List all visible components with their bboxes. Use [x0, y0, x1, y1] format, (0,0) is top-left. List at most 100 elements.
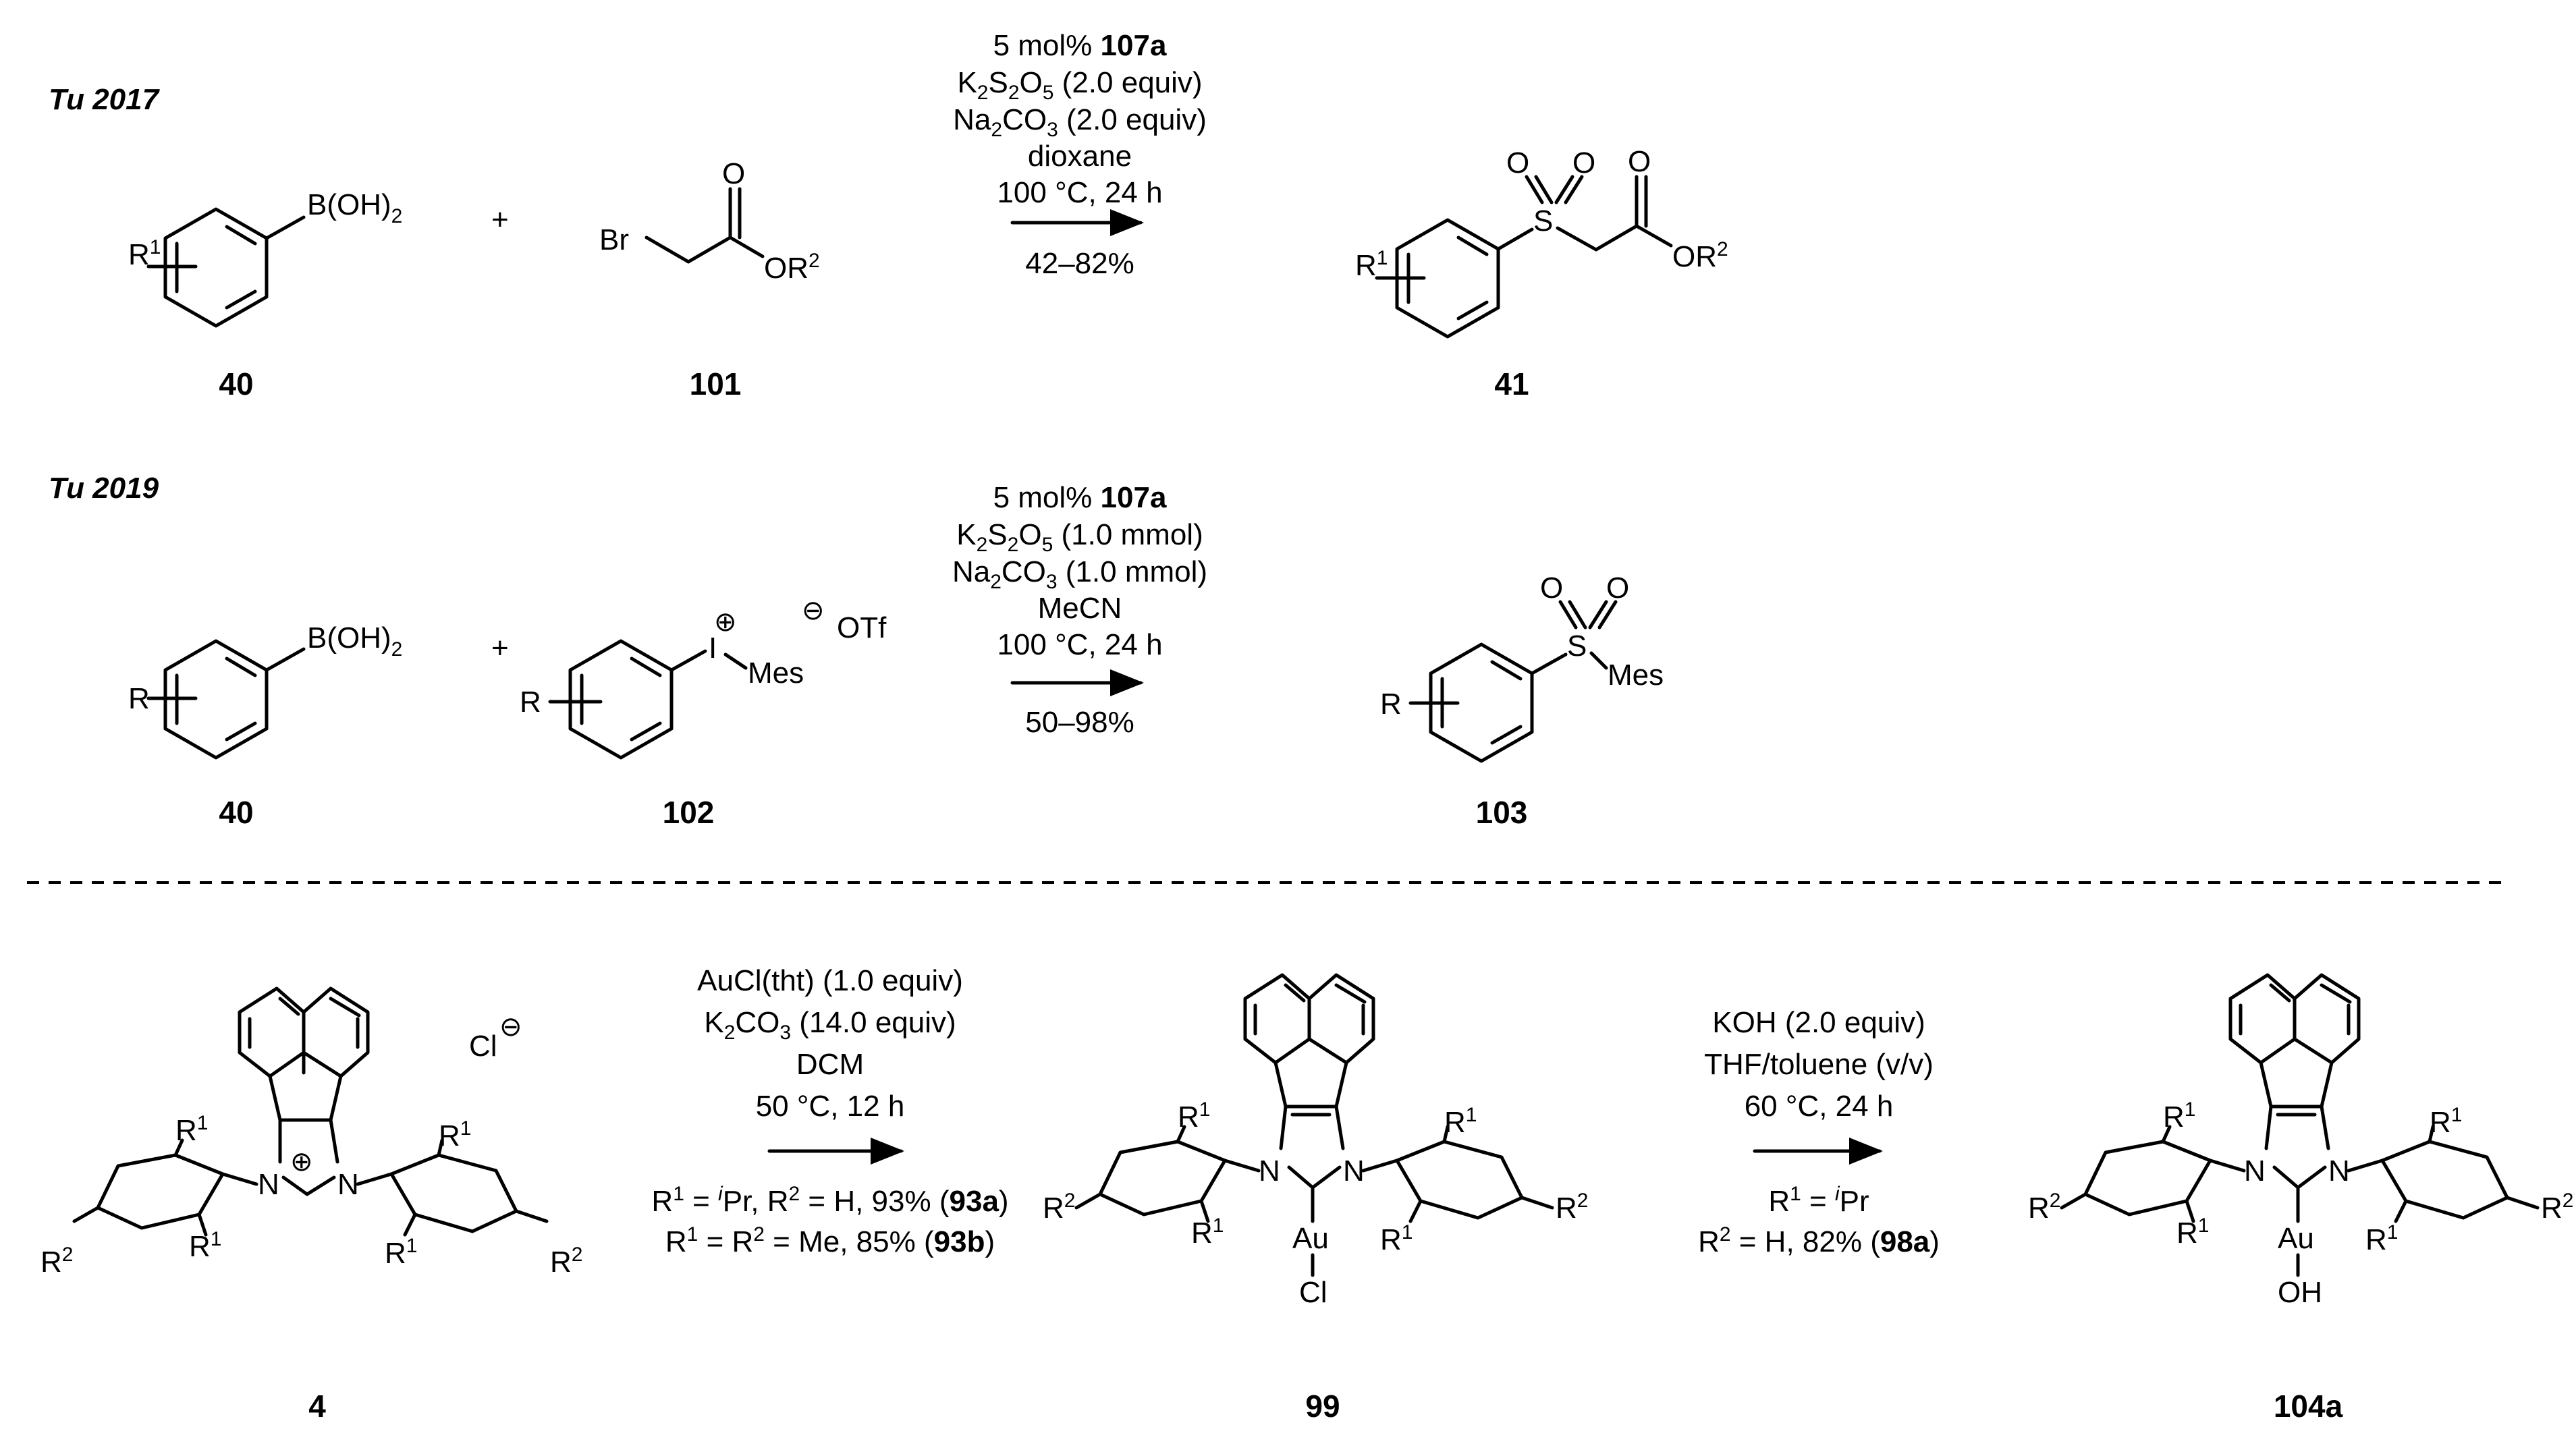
- svg-text:O: O: [1628, 145, 1651, 178]
- svg-text:⊖: ⊖: [499, 1012, 522, 1042]
- compound-number-40-a: 40: [219, 366, 253, 401]
- svg-text:OTf: OTf: [837, 611, 887, 644]
- heading-tu2017: Tu 2017: [49, 83, 161, 116]
- svg-text:R2: R2: [1556, 1190, 1588, 1225]
- svg-text:R1: R1: [1178, 1098, 1210, 1134]
- svg-text:S: S: [1567, 630, 1587, 663]
- conditions-reaction-1: 5 mol% 107a K2S2O5 (2.0 equiv) Na2CO3 (2…: [953, 29, 1207, 280]
- svg-text:AuCl(tht) (1.0 equiv): AuCl(tht) (1.0 equiv): [697, 964, 963, 997]
- svg-text:R1: R1: [189, 1228, 221, 1263]
- svg-text:R1: R1: [128, 236, 161, 271]
- compound-number-104a: 104a: [2274, 1389, 2343, 1424]
- svg-text:R1 = iPr: R1 = iPr: [1768, 1183, 1869, 1218]
- svg-text:O: O: [1572, 146, 1595, 179]
- svg-text:Au: Au: [1292, 1222, 1329, 1255]
- svg-text:N: N: [1343, 1154, 1365, 1188]
- svg-text:OR2: OR2: [1672, 238, 1728, 273]
- svg-text:KOH (2.0 equiv): KOH (2.0 equiv): [1712, 1006, 1925, 1039]
- svg-text:dioxane: dioxane: [1028, 140, 1132, 173]
- yield-reaction-1: 42–82%: [1025, 247, 1134, 280]
- compound-number-99: 99: [1305, 1389, 1340, 1424]
- svg-text:R1: R1: [439, 1117, 471, 1152]
- svg-text:B(OH)2: B(OH)2: [307, 188, 402, 227]
- svg-text:N: N: [2328, 1154, 2350, 1188]
- svg-text:MeCN: MeCN: [1038, 592, 1122, 625]
- svg-text:R1: R1: [2163, 1098, 2195, 1134]
- plus-sign-2: +: [491, 632, 509, 665]
- svg-text:Cl: Cl: [1299, 1276, 1327, 1309]
- svg-text:B(OH)2: B(OH)2: [307, 621, 402, 661]
- compound-103-structure: S O O Mes R: [1380, 571, 1664, 763]
- svg-text:N: N: [2244, 1154, 2266, 1188]
- compound-number-102: 102: [663, 795, 715, 830]
- svg-text:⊖: ⊖: [802, 596, 825, 625]
- svg-text:O: O: [1540, 571, 1563, 605]
- svg-text:S: S: [1533, 204, 1553, 238]
- svg-text:Mes: Mes: [1608, 659, 1664, 692]
- svg-text:R1: R1: [2365, 1221, 2398, 1256]
- svg-text:Na2CO3 (1.0 mmol): Na2CO3 (1.0 mmol): [952, 555, 1207, 593]
- compound-number-103: 103: [1476, 795, 1528, 830]
- svg-text:R: R: [1380, 688, 1402, 721]
- compound-number-4: 4: [308, 1389, 326, 1424]
- svg-text:THF/toluene (v/v): THF/toluene (v/v): [1704, 1048, 1934, 1081]
- compound-102-structure: I ⊕ Mes ⊖ OTf R: [520, 596, 887, 760]
- svg-text:60 °C, 24 h: 60 °C, 24 h: [1745, 1090, 1894, 1123]
- yield-reaction-2: 50–98%: [1025, 706, 1134, 739]
- svg-text:R2: R2: [1043, 1190, 1075, 1225]
- compound-number-101: 101: [690, 366, 742, 401]
- svg-text:Au: Au: [2278, 1222, 2314, 1255]
- svg-text:N: N: [258, 1168, 279, 1201]
- svg-text:⊕: ⊕: [714, 607, 737, 637]
- svg-text:O: O: [1506, 146, 1529, 179]
- svg-text:N: N: [337, 1168, 359, 1201]
- conditions-reaction-2: 5 mol% 107a K2S2O5 (1.0 mmol) Na2CO3 (1.…: [952, 481, 1207, 739]
- svg-text:R: R: [520, 686, 541, 719]
- svg-text:5 mol% 107a: 5 mol% 107a: [993, 29, 1167, 62]
- svg-text:50 °C, 12 h: 50 °C, 12 h: [756, 1090, 905, 1123]
- svg-text:R1: R1: [175, 1112, 208, 1147]
- svg-text:K2S2O5 (1.0 mmol): K2S2O5 (1.0 mmol): [956, 518, 1203, 556]
- svg-text:R2: R2: [550, 1244, 582, 1279]
- compound-40-structure-2: B(OH)2 R: [128, 621, 402, 760]
- compound-41-structure: S O O O OR2 R1: [1355, 145, 1728, 339]
- svg-text:R1 = iPr, R2 = H, 93% (93a): R1 = iPr, R2 = H, 93% (93a): [651, 1183, 1008, 1218]
- svg-text:K2S2O5 (2.0 equiv): K2S2O5 (2.0 equiv): [957, 66, 1202, 104]
- svg-text:R1: R1: [1444, 1104, 1477, 1139]
- svg-text:Na2CO3 (2.0 equiv): Na2CO3 (2.0 equiv): [953, 103, 1207, 141]
- compound-101-structure: Br O OR2: [599, 157, 820, 285]
- compound-104a-structure: N N Au OH R1 R1 R2 R1 R1 R2: [2028, 973, 2573, 1309]
- conditions-step-2: KOH (2.0 equiv) THF/toluene (v/v) 60 °C,…: [1698, 1006, 1940, 1258]
- svg-text:N: N: [1259, 1154, 1280, 1188]
- svg-text:R1 = R2 = Me, 85% (93b): R1 = R2 = Me, 85% (93b): [665, 1223, 995, 1258]
- conditions-step-1: AuCl(tht) (1.0 equiv) K2CO3 (14.0 equiv)…: [651, 964, 1008, 1258]
- svg-text:O: O: [1606, 571, 1629, 605]
- svg-text:R1: R1: [385, 1235, 417, 1270]
- heading-tu2019: Tu 2019: [49, 472, 159, 505]
- svg-text:R1: R1: [2176, 1214, 2209, 1250]
- compound-40-structure-1: B(OH)2 R1: [128, 188, 402, 328]
- svg-text:R2 = H, 82% (98a): R2 = H, 82% (98a): [1698, 1223, 1940, 1258]
- svg-text:100 °C, 24 h: 100 °C, 24 h: [997, 176, 1162, 209]
- compound-4-structure: N N ⊕ R1 R1 R2 R1 R1 R2 Cl ⊖: [40, 986, 582, 1279]
- svg-text:R1: R1: [1191, 1214, 1224, 1250]
- svg-text:DCM: DCM: [796, 1048, 864, 1081]
- compound-number-40-b: 40: [219, 795, 253, 830]
- svg-text:R2: R2: [40, 1244, 73, 1279]
- svg-text:R1: R1: [1355, 247, 1388, 282]
- svg-text:5 mol% 107a: 5 mol% 107a: [993, 481, 1167, 514]
- svg-text:R: R: [128, 682, 150, 715]
- compound-99-structure: N N Au Cl R1 R1 R2 R1 R1 R2: [1043, 973, 1588, 1309]
- svg-text:OH: OH: [2278, 1276, 2322, 1309]
- svg-text:OR2: OR2: [764, 250, 820, 285]
- svg-text:Cl: Cl: [469, 1030, 497, 1063]
- svg-text:O: O: [722, 157, 745, 190]
- svg-text:⊕: ⊕: [290, 1147, 313, 1177]
- svg-text:R1: R1: [2430, 1104, 2462, 1139]
- svg-text:R2: R2: [2028, 1190, 2060, 1225]
- svg-text:I: I: [709, 632, 717, 665]
- svg-text:Mes: Mes: [748, 657, 804, 690]
- compound-number-41: 41: [1494, 366, 1529, 401]
- plus-sign-1: +: [491, 203, 509, 236]
